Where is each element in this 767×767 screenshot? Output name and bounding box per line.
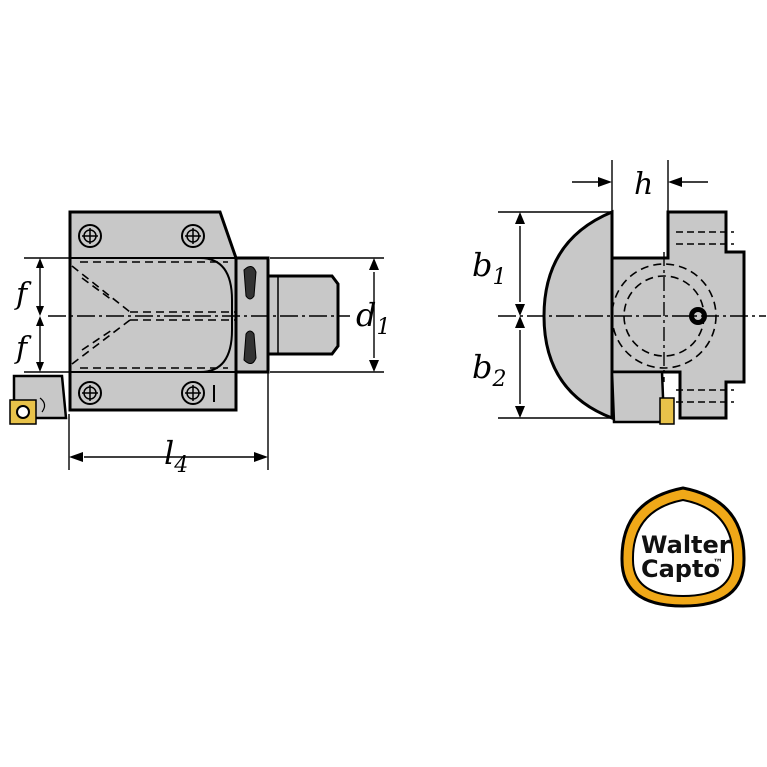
screw-icon	[78, 381, 102, 405]
h-label: h	[634, 167, 653, 202]
screw-icon	[181, 381, 205, 405]
l4-dimension	[68, 372, 269, 470]
logo-tm: ™	[713, 558, 723, 569]
b2-label: b2	[472, 348, 506, 392]
f-bottom-label: f	[14, 331, 32, 366]
screw-icon	[181, 224, 205, 248]
walter-capto-logo: Walter Capto ™	[620, 486, 746, 608]
capto-shank	[266, 274, 340, 356]
d1-dimension	[270, 257, 384, 373]
f-top-label: f	[14, 277, 32, 312]
side-view: f f d1 l4	[9, 210, 390, 478]
logo-line2: Capto	[641, 555, 720, 583]
front-view: h b1 b2	[472, 160, 766, 425]
center-screw-icon	[689, 307, 707, 325]
front-insert	[659, 397, 675, 425]
front-view-block	[610, 210, 746, 420]
h-dimension	[572, 160, 708, 212]
b1-label: b1	[472, 246, 506, 290]
logo-line1: Walter	[641, 531, 731, 559]
l4-label: l4	[164, 434, 188, 478]
screw-icon	[78, 224, 102, 248]
f-dimension	[24, 257, 90, 373]
b-dimensions	[498, 211, 612, 419]
d1-label: d1	[356, 296, 390, 340]
side-view-pocket	[70, 257, 233, 373]
side-view-hidden-lines	[71, 261, 236, 369]
